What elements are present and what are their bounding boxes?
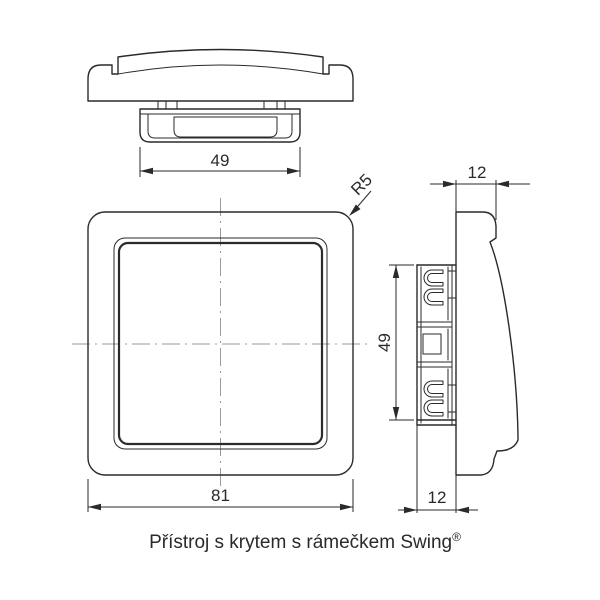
arrowhead-left-outside xyxy=(443,180,456,188)
arrowhead-right xyxy=(287,167,300,175)
dimension-corner-radius: R5 xyxy=(347,170,376,216)
dimension-side-mechanism-height: 49 xyxy=(375,264,414,421)
side-view-profile-outline xyxy=(455,211,519,476)
top-view-frame-outline xyxy=(87,48,354,102)
dim-side-mechanism-height-label: 49 xyxy=(375,333,394,352)
caption-registered-mark: ® xyxy=(452,530,461,544)
mechanism-block-separators xyxy=(416,321,453,368)
dimension-front-view-width: 81 xyxy=(87,479,354,512)
arrowhead-left xyxy=(140,167,153,175)
top-view-housing-outline xyxy=(139,108,301,143)
side-view: 12 49 12 xyxy=(375,163,530,514)
mechanism-wall-ticks xyxy=(447,270,457,413)
dim-top-view-width-label: 49 xyxy=(211,151,230,170)
dimension-side-rear-depth: 12 xyxy=(398,488,478,514)
caption: Přístroj s krytem s rámečkem Swing® xyxy=(149,530,461,553)
arrowhead-right xyxy=(340,503,353,511)
dim-corner-radius-label: R5 xyxy=(347,170,376,199)
dim-side-rear-depth-label: 12 xyxy=(428,488,447,507)
dim-side-front-depth-label: 12 xyxy=(468,163,487,182)
dim-front-view-width-label: 81 xyxy=(211,486,230,505)
arrowhead-right-outside xyxy=(496,180,509,188)
terminal-clamp-3 xyxy=(423,380,444,398)
arrowhead-left-outside xyxy=(404,506,417,514)
terminal-clamp-2 xyxy=(423,288,444,306)
top-view-rocker-bottom-arc xyxy=(117,64,324,75)
dimension-top-view-width: 49 xyxy=(139,147,301,177)
caption-text: Přístroj s krytem s rámečkem Swing® xyxy=(149,530,461,553)
arrowhead-right-outside xyxy=(456,506,469,514)
front-view-rocker-edge xyxy=(117,241,324,446)
mechanism-bottom-edges xyxy=(416,419,457,426)
terminal-clamp-1 xyxy=(423,269,444,287)
top-view-housing-recess xyxy=(173,116,278,138)
dimension-side-front-depth: 12 xyxy=(430,163,530,188)
top-view-claw-left xyxy=(157,100,178,110)
top-view-housing-inner-wall xyxy=(147,113,293,139)
mechanism-middle-claw xyxy=(422,333,442,355)
front-view: 81 R5 xyxy=(72,170,376,512)
arrowhead-top xyxy=(392,265,400,278)
dimension-extension-lines xyxy=(139,147,301,177)
dimension-extension-lines xyxy=(389,264,414,421)
side-view-mechanism xyxy=(416,264,457,426)
caption-main: Přístroj s krytem s rámečkem Swing xyxy=(149,532,452,553)
arrowhead-leader xyxy=(349,204,361,216)
top-view-claw-right xyxy=(263,100,286,110)
arrowhead-bottom xyxy=(392,407,400,420)
front-view-frame-outline xyxy=(87,211,354,476)
top-view: 49 xyxy=(87,48,354,177)
terminal-clamp-4 xyxy=(423,399,444,417)
arrowhead-left xyxy=(88,503,101,511)
front-view-cover-outer-edge xyxy=(113,237,328,450)
